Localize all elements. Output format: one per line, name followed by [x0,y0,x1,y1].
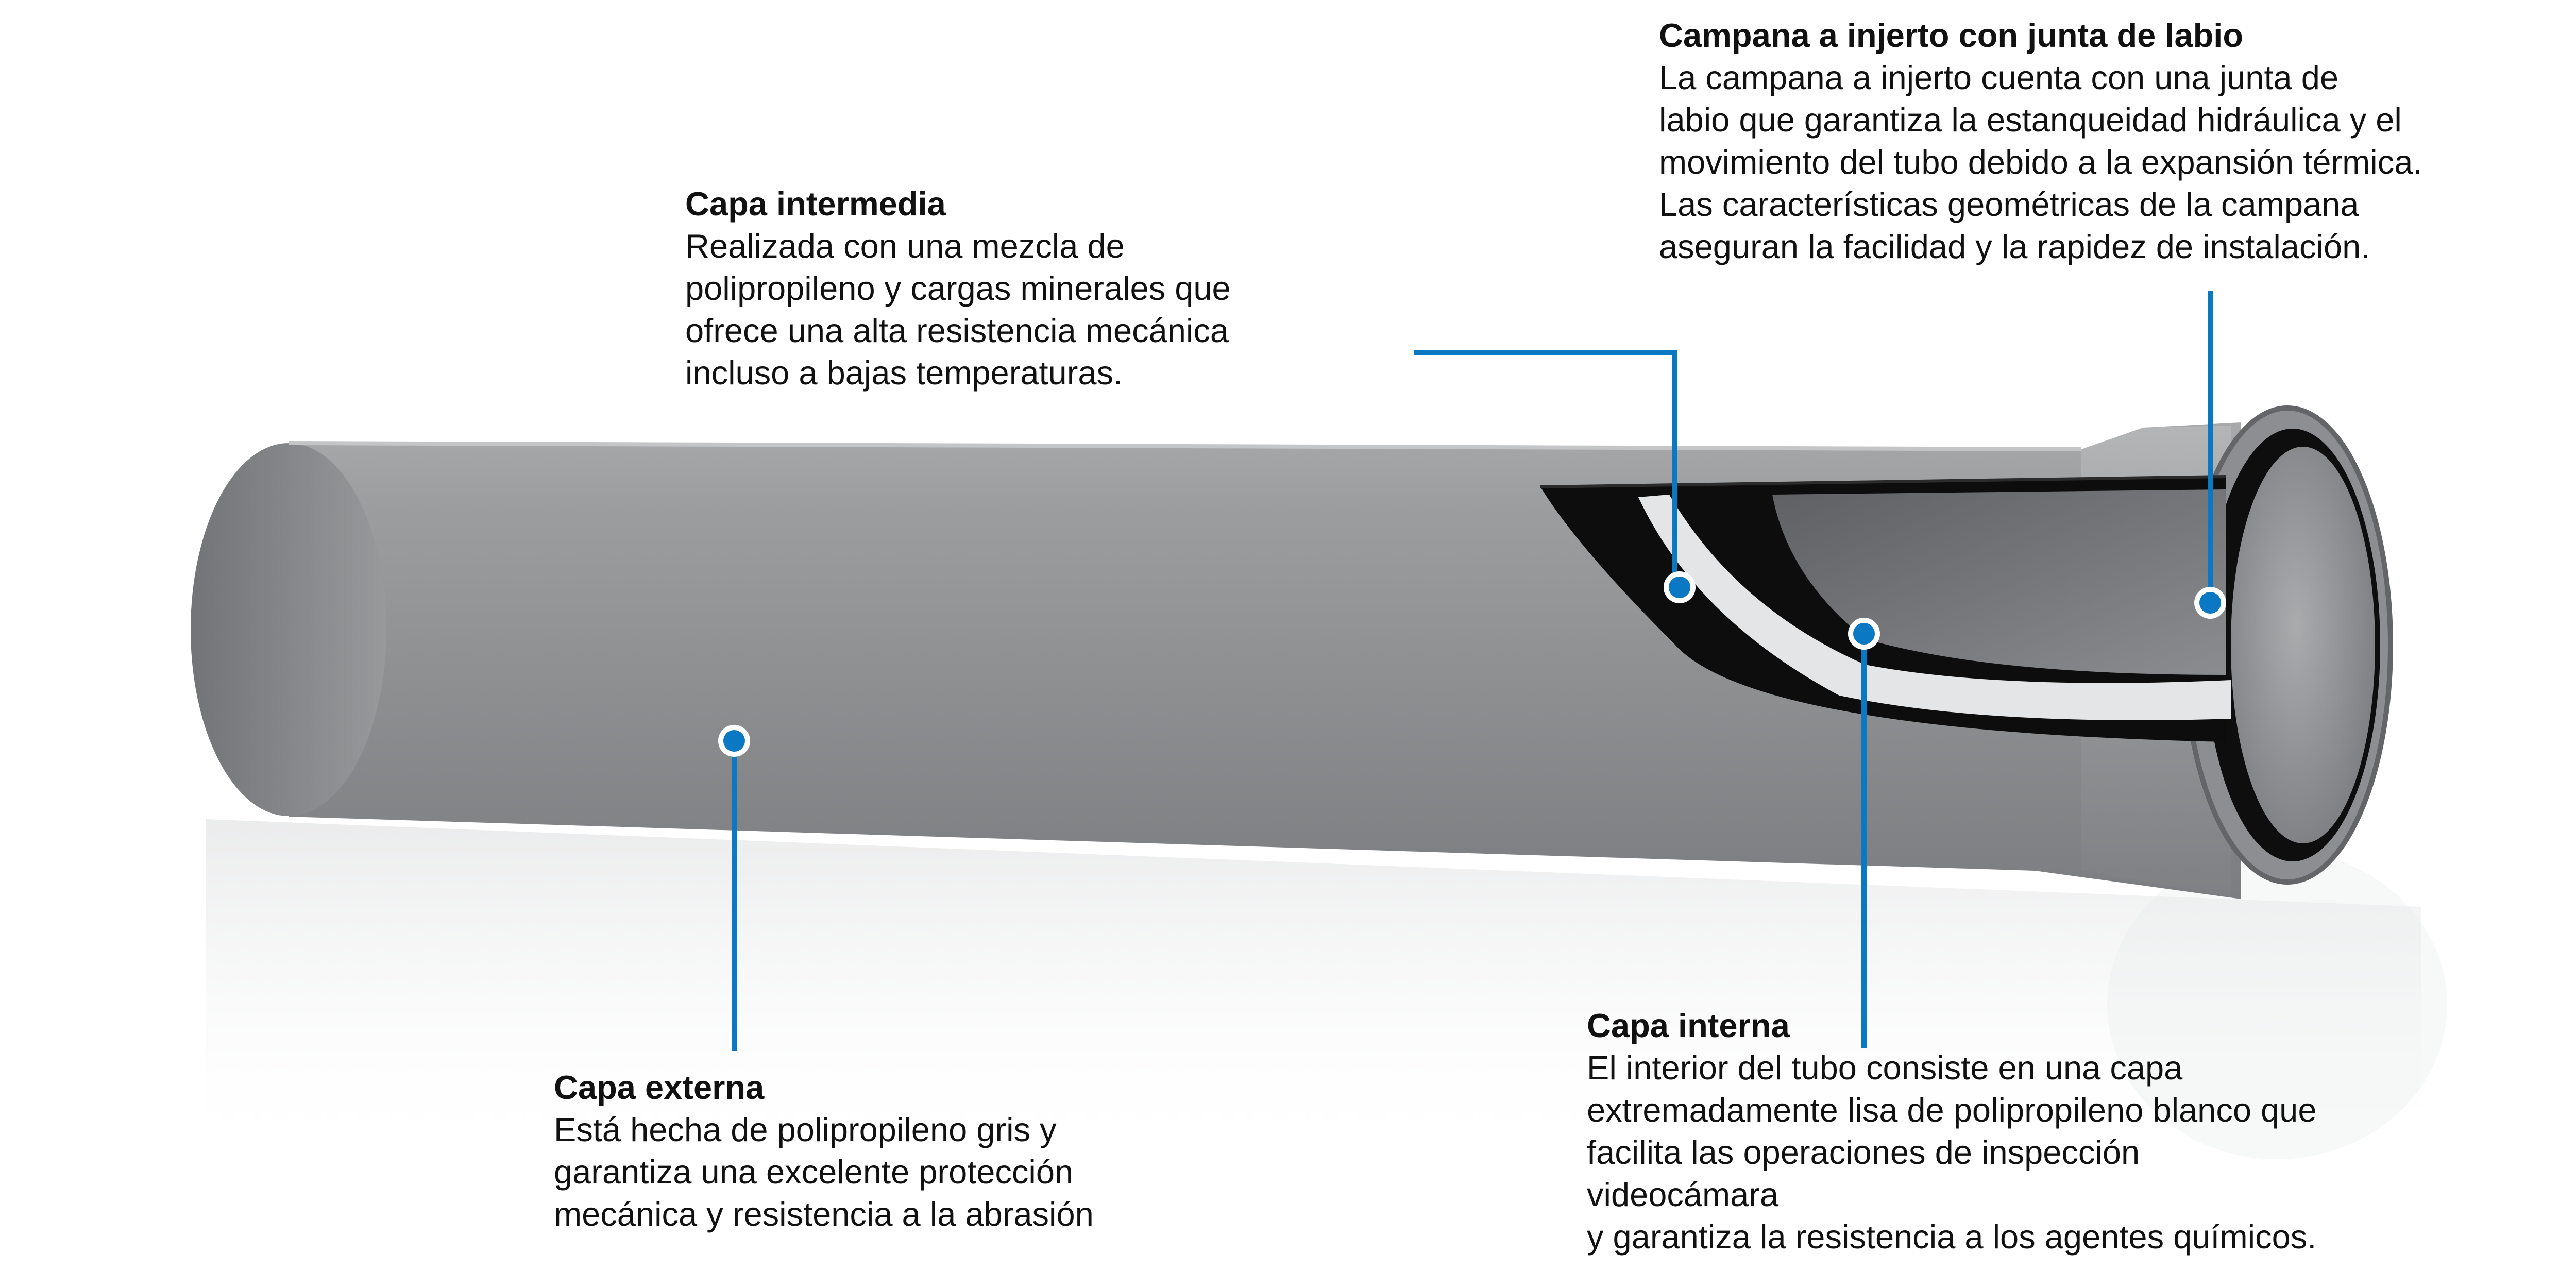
callout-text-line: y garantiza la resistencia a los agentes… [1587,1218,2317,1256]
pipe-bore [2231,447,2375,843]
callout-text-line: ofrece una alta resistencia mecánica [685,312,1229,349]
pipe-reflection [206,819,2447,1159]
pipe-end-face [191,443,386,816]
callout-capa-externa: Capa externa Está hecha de polipropileno… [554,1066,1094,1235]
callout-text-line: Las características geométricas de la ca… [1659,185,2359,223]
callout-text-line: Realizada con una mezcla de [685,227,1125,265]
callout-text-line: incluso a bajas temperaturas. [685,354,1123,392]
callout-title: Capa interna [1587,1007,1790,1044]
callout-text-line: polipropileno y cargas minerales que [685,269,1231,307]
callout-text-line: extremadamente lisa de polipropileno bla… [1587,1091,2317,1129]
callout-text-line: aseguran la facilidad y la rapidez de in… [1659,228,2370,265]
pipe-cutaway [1540,475,2231,742]
callout-title: Capa externa [554,1069,765,1106]
callout-capa-interna: Capa interna El interior del tubo consis… [1587,1005,2316,1258]
callout-text-line: movimiento del tubo debido a la expansió… [1659,143,2422,181]
callout-campana-injerto: Campana a injerto con junta de labio La … [1659,14,2422,268]
callout-text-line: garantiza una excelente protección [554,1153,1074,1191]
callout-text-line: La campana a injerto cuenta con una junt… [1659,59,2339,96]
callout-title: Campana a injerto con junta de labio [1659,16,2244,54]
leader-lines [732,291,2213,1051]
callout-text-line: Está hecha de polipropileno gris y [554,1111,1057,1148]
inner-wall [1772,489,2226,675]
marker-dot-intermedia [1664,571,1696,603]
callout-title: Capa intermedia [685,185,946,223]
leader-line-intermedia [1414,350,1677,585]
callout-text-line: videocámara [1587,1176,1779,1213]
callout-text-line: mecánica y resistencia a la abrasión [554,1195,1094,1233]
marker-dots [718,571,2226,757]
marker-dot-externa [718,725,750,757]
callout-capa-intermedia: Capa intermedia Realizada con una mezcla… [685,183,1231,394]
callout-text-line: El interior del tubo consiste en una cap… [1587,1049,2183,1087]
marker-dot-interna [1848,618,1880,650]
callout-text-line: labio que garantiza la estanqueidad hidr… [1659,101,2402,139]
marker-dot-campana [2194,587,2226,619]
inner-layer-section [1638,495,2231,720]
callout-text-line: facilita las operaciones de inspección [1587,1133,2140,1171]
